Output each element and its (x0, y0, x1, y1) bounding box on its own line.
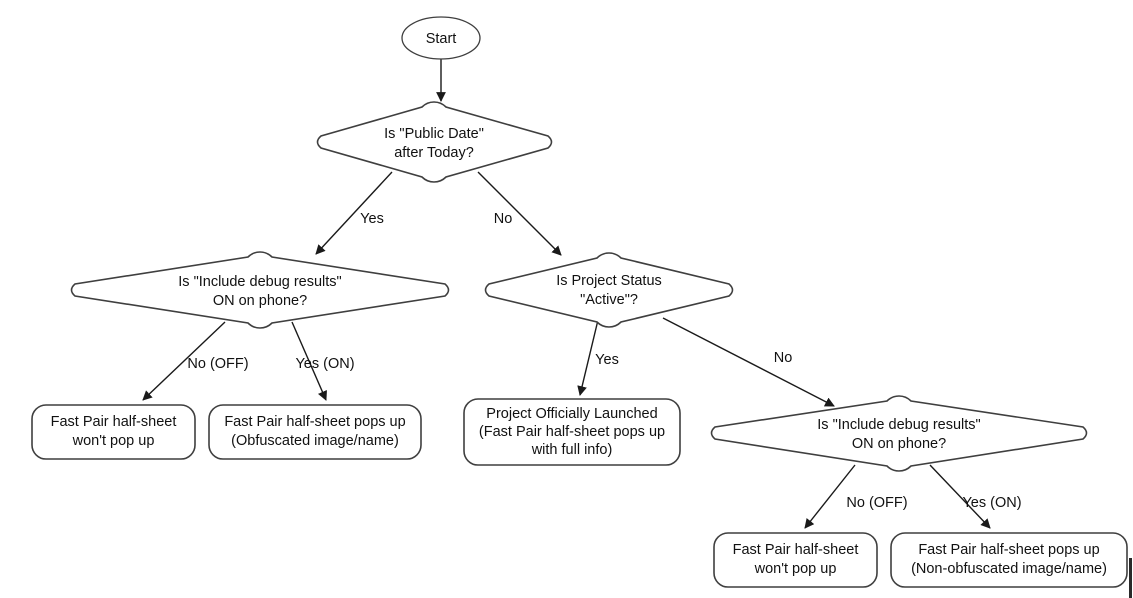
edge-public-date-no (477, 171, 562, 256)
edge-label-public-date-no: No (494, 211, 513, 227)
page-edge-artifact (1129, 558, 1132, 598)
edge-label-debug-left-on: Yes (ON) (295, 356, 354, 372)
edge-label-debug-left-off: No (OFF) (187, 356, 248, 372)
terminal-left-on-box (208, 404, 422, 460)
edge-labels-layer: Yes No No (OFF) Yes (ON) Yes No No (OFF)… (187, 211, 1021, 511)
node-decision-debug-left[interactable]: Is "Include debug results" ON on phone? (70, 251, 450, 329)
public-date-line1: Is "Public Date" (384, 126, 484, 142)
edge-label-project-status-no: No (774, 350, 793, 366)
terminal-launched-line3: with full info) (531, 442, 613, 458)
debug-right-diamond (710, 395, 1088, 472)
terminal-left-on-line2: (Obfuscated image/name) (231, 433, 399, 449)
node-start[interactable]: Start (401, 16, 481, 60)
terminal-right-on-box (890, 532, 1128, 588)
edge-label-public-date-yes: Yes (360, 211, 384, 227)
edge-debug-right-on (929, 464, 991, 529)
project-status-diamond (484, 252, 734, 328)
terminal-left-on-line1: Fast Pair half-sheet pops up (224, 414, 405, 430)
public-date-line2: after Today? (394, 145, 474, 161)
edge-project-status-no (662, 317, 835, 407)
debug-left-line1: Is "Include debug results" (178, 274, 341, 290)
edge-project-status-yes (577, 319, 599, 396)
edge-debug-right-off (804, 464, 856, 529)
edge-label-debug-right-off: No (OFF) (846, 495, 907, 511)
debug-right-line1: Is "Include debug results" (817, 417, 980, 433)
debug-left-line2: ON on phone? (213, 293, 307, 309)
terminal-launched-box (463, 398, 681, 466)
node-decision-debug-right[interactable]: Is "Include debug results" ON on phone? (710, 395, 1088, 472)
public-date-diamond (316, 101, 553, 183)
start-ellipse (401, 16, 481, 60)
project-status-line1: Is Project Status (556, 273, 662, 289)
node-decision-public-date[interactable]: Is "Public Date" after Today? (316, 101, 553, 183)
node-terminal-launched[interactable]: Project Officially Launched (Fast Pair h… (463, 398, 681, 466)
edge-public-date-yes (315, 171, 393, 255)
terminal-right-on-line1: Fast Pair half-sheet pops up (918, 542, 1099, 558)
project-status-line2: "Active"? (580, 292, 638, 308)
terminal-right-off-line1: Fast Pair half-sheet (733, 542, 859, 558)
edge-label-debug-right-on: Yes (ON) (962, 495, 1021, 511)
node-terminal-left-off[interactable]: Fast Pair half-sheet won't pop up (31, 404, 196, 460)
terminal-launched-line2: (Fast Pair half-sheet pops up (479, 424, 665, 440)
terminal-right-off-box (713, 532, 878, 588)
edges-layer (142, 59, 991, 529)
start-label: Start (426, 31, 457, 47)
edge-label-project-status-yes: Yes (595, 352, 619, 368)
node-terminal-right-on[interactable]: Fast Pair half-sheet pops up (Non-obfusc… (890, 532, 1128, 588)
debug-right-line2: ON on phone? (852, 436, 946, 452)
terminal-left-off-line2: won't pop up (72, 433, 155, 449)
terminal-right-off-line2: won't pop up (754, 561, 837, 577)
terminal-right-on-line2: (Non-obfuscated image/name) (911, 561, 1107, 577)
terminal-left-off-box (31, 404, 196, 460)
edge-debug-left-off (142, 321, 226, 401)
node-terminal-right-off[interactable]: Fast Pair half-sheet won't pop up (713, 532, 878, 588)
edge-debug-left-on (291, 321, 327, 401)
node-decision-project-status[interactable]: Is Project Status "Active"? (484, 252, 734, 328)
node-terminal-left-on[interactable]: Fast Pair half-sheet pops up (Obfuscated… (208, 404, 422, 460)
terminal-left-off-line1: Fast Pair half-sheet (51, 414, 177, 430)
terminal-launched-line1: Project Officially Launched (486, 406, 657, 422)
debug-left-diamond (70, 251, 450, 329)
